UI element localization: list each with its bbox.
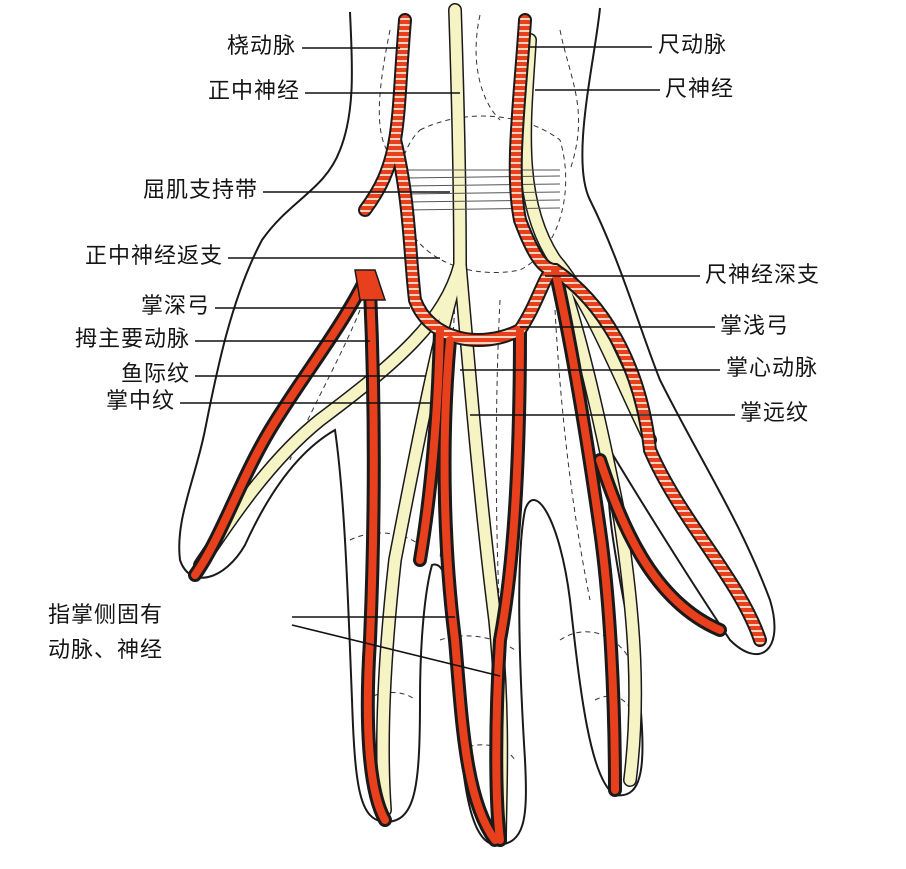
label-median-nerve-recurrent-branch: 正中神经返支	[84, 244, 223, 269]
arteries	[188, 13, 767, 847]
label-flexor-retinaculum: 屈肌支持带	[142, 178, 258, 203]
label-median-nerve: 正中神经	[207, 79, 300, 104]
flexor-retinaculum-band	[404, 169, 561, 211]
label-distal-palmar-crease: 掌远纹	[740, 401, 810, 426]
label-ulnar-nerve: 尺神经	[665, 77, 735, 102]
label-ulnar-artery: 尺动脉	[658, 33, 728, 58]
label-middle-palmar-crease: 掌中纹	[105, 389, 175, 414]
leader-lines	[180, 46, 735, 677]
label-princeps-pollicis-artery: 拇主要动脉	[74, 327, 190, 352]
label-palmar-metacarpal-artery: 掌心动脉	[726, 356, 819, 381]
label-radial-artery: 桡动脉	[226, 34, 296, 59]
label-proper-palmar-digital-line2: 动脉、神经	[48, 638, 164, 663]
label-proper-palmar-digital-line1: 指掌侧固有	[48, 603, 164, 628]
label-ulnar-nerve-deep-branch: 尺神经深支	[705, 263, 821, 288]
label-superficial-palmar-arch: 掌浅弓	[720, 314, 790, 339]
label-deep-palmar-arch: 掌深弓	[140, 294, 210, 319]
label-thenar-crease: 鱼际纹	[120, 362, 190, 387]
